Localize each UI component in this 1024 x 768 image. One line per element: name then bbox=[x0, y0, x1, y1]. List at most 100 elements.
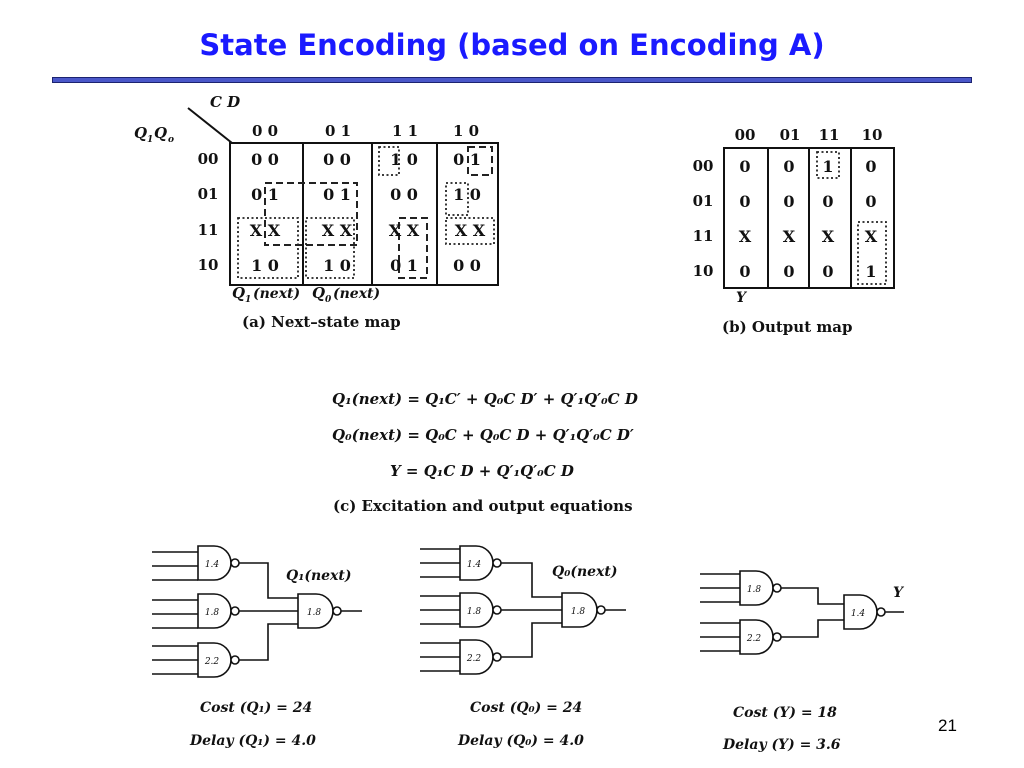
kmap-corner-q1-sub: 1 bbox=[147, 135, 153, 145]
output-col-header: 01 bbox=[780, 126, 801, 144]
cost-q1: Cost (Q₁) = 24 bbox=[200, 700, 312, 716]
kmap-cell: X X bbox=[322, 221, 353, 240]
equations: Q₁(next) = Q₁C′ + Q₀C D′ + Q′₁Q′₀C D Q₀(… bbox=[332, 390, 638, 515]
delay-y: Delay (Y) = 3.6 bbox=[722, 737, 841, 753]
output-cell: 0 bbox=[783, 157, 794, 176]
gate-delay-label: 2.2 bbox=[466, 654, 482, 664]
kmap-group-dashed bbox=[467, 146, 493, 176]
output-col-header: 00 bbox=[735, 126, 756, 144]
output-group-dotted bbox=[857, 221, 887, 285]
gate-bubble bbox=[492, 605, 502, 615]
output-cell: X bbox=[739, 227, 752, 246]
next-state-map: C D Q 1 Q o 0 0 0 1 1 1 1 0 00 01 11 10 … bbox=[134, 93, 499, 331]
gate-delay-label: 2.2 bbox=[746, 634, 762, 644]
gate-delay-label: 1.4 bbox=[467, 560, 482, 570]
kmap-cell: 0 1 bbox=[323, 185, 351, 204]
cost-q0: Cost (Q₀) = 24 bbox=[470, 700, 582, 716]
equation-y: Y = Q₁C D + Q′₁Q′₀C D bbox=[390, 462, 574, 480]
gate-delay-label: 1.8 bbox=[205, 608, 220, 618]
kmap-cell: 1 0 bbox=[251, 256, 279, 275]
kmap-cell: 0 0 bbox=[251, 150, 279, 169]
kmap-legend-q1-sub: 1 bbox=[245, 295, 251, 305]
kmap-cell: 0 0 bbox=[390, 185, 418, 204]
circuit-output-label: Q₀(next) bbox=[552, 564, 617, 580]
kmap-corner-q0-sub: o bbox=[168, 135, 174, 145]
gate-bubble bbox=[492, 652, 502, 662]
circuit-q0: 1.4 1.8 2.2 1.8 Q₀(next) Cost (Q₀) = 24 … bbox=[420, 545, 626, 749]
kmap-cell: 1 0 bbox=[323, 256, 351, 275]
gate-bubble bbox=[492, 558, 502, 568]
output-row-header: 10 bbox=[693, 262, 714, 280]
circuit-q1: 1.4 1.8 2.2 1.8 Q₁(next) Cost (Q₁) = 24 … bbox=[152, 545, 362, 749]
kmap-group-dashed bbox=[398, 217, 428, 279]
kmap-cell: 0 0 bbox=[323, 150, 351, 169]
kmap-frame bbox=[229, 142, 499, 286]
output-row-header: 01 bbox=[693, 192, 714, 210]
output-row-header: 11 bbox=[693, 227, 714, 245]
gate-delay-label: 1.8 bbox=[307, 608, 322, 618]
gate-delay-label: 2.2 bbox=[204, 657, 220, 667]
circuit-output-label: Q₁(next) bbox=[286, 568, 351, 584]
kmap-corner-q0: Q bbox=[154, 124, 167, 142]
output-cell: 0 bbox=[739, 157, 750, 176]
output-group-dotted bbox=[816, 151, 840, 179]
output-cell: 0 bbox=[739, 262, 750, 281]
output-row-header: 00 bbox=[693, 157, 714, 175]
kmap-cell: X X bbox=[455, 221, 486, 240]
gate-bubble bbox=[332, 606, 342, 616]
gate-bubble bbox=[230, 655, 240, 665]
kmap-cell: 1 0 bbox=[453, 185, 481, 204]
kmap-group-dashed bbox=[264, 182, 358, 246]
title-rule bbox=[52, 77, 972, 83]
kmap-cell: 0 1 bbox=[251, 185, 279, 204]
output-cell: 1 bbox=[865, 262, 876, 281]
kmap-group-dotted bbox=[445, 182, 469, 216]
output-cell: 0 bbox=[739, 192, 750, 211]
delay-q0: Delay (Q₀) = 4.0 bbox=[457, 733, 584, 749]
kmap-group-dotted bbox=[237, 217, 299, 279]
output-cell: X bbox=[822, 227, 835, 246]
output-cell: 0 bbox=[865, 157, 876, 176]
gate-delay-label: 1.8 bbox=[747, 585, 762, 595]
equations-caption: (c) Excitation and output equations bbox=[333, 497, 633, 515]
output-col-header: 11 bbox=[819, 126, 840, 144]
output-y-label: Y bbox=[736, 290, 748, 306]
kmap-group-dotted bbox=[445, 217, 495, 245]
kmap-col-header: 1 0 bbox=[453, 122, 479, 140]
kmap-col-header: 0 0 bbox=[252, 122, 278, 140]
kmap-cell: 0 0 bbox=[453, 256, 481, 275]
output-col-header: 10 bbox=[862, 126, 883, 144]
gate-bubble bbox=[230, 558, 240, 568]
kmap-col-header: 0 1 bbox=[325, 122, 351, 140]
gate-bubble bbox=[596, 605, 606, 615]
output-cell: 1 bbox=[822, 157, 833, 176]
output-cell: X bbox=[783, 227, 796, 246]
slide-title: State Encoding (based on Encoding A) bbox=[199, 28, 825, 62]
kmap-legend-q0-tail: (next) bbox=[333, 286, 380, 302]
kmap-row-header: 00 bbox=[198, 150, 219, 168]
gate-delay-label: 1.8 bbox=[467, 607, 482, 617]
output-cell: 0 bbox=[783, 192, 794, 211]
kmap-col-header: 1 1 bbox=[392, 122, 418, 140]
kmap-row-header: 01 bbox=[198, 185, 219, 203]
equation-q1: Q₁(next) = Q₁C′ + Q₀C D′ + Q′₁Q′₀C D bbox=[332, 390, 638, 408]
gate-delay-label: 1.4 bbox=[851, 609, 866, 619]
kmap-corner-diagonal bbox=[187, 107, 233, 144]
kmap-row-header: 10 bbox=[198, 256, 219, 274]
gate-bubble bbox=[230, 606, 240, 616]
gate-delay-label: 1.4 bbox=[205, 560, 220, 570]
kmap-cell: X X bbox=[250, 221, 281, 240]
cost-y: Cost (Y) = 18 bbox=[733, 705, 837, 721]
kmap-cell: 0 1 bbox=[453, 150, 481, 169]
kmap-row-header: 11 bbox=[198, 221, 219, 239]
gate-bubble bbox=[772, 632, 782, 642]
output-map: 00 01 11 10 00 01 11 10 0 0 1 0 0 0 0 0 … bbox=[693, 126, 895, 336]
kmap-cell: 1 0 bbox=[390, 150, 418, 169]
circuit-y: 1.8 2.2 1.4 Y Cost (Y) = 18 Delay (Y) = … bbox=[700, 570, 905, 753]
output-cell: 0 bbox=[822, 262, 833, 281]
output-cell: 0 bbox=[865, 192, 876, 211]
gate-bubble bbox=[772, 583, 782, 593]
kmap-caption: (a) Next–state map bbox=[242, 313, 401, 331]
kmap-legend-q0-sub: 0 bbox=[325, 295, 332, 305]
